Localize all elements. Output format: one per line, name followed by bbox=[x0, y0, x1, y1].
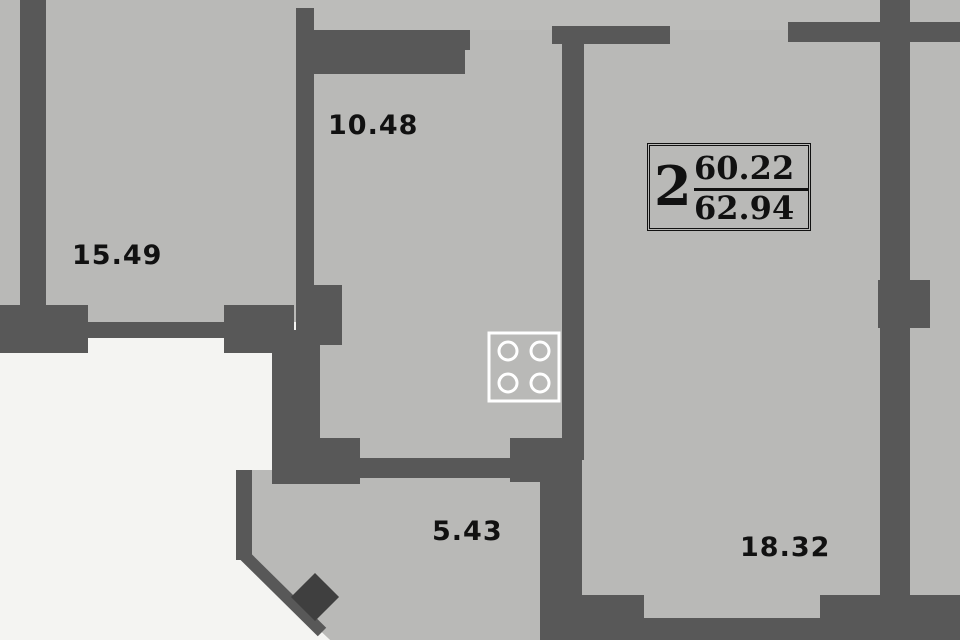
floor-room-left bbox=[0, 0, 330, 322]
stove-icon bbox=[487, 331, 561, 403]
wall bbox=[552, 26, 670, 44]
wall bbox=[20, 0, 46, 330]
wall bbox=[878, 280, 930, 328]
room-area-kitchen: 10.48 bbox=[328, 110, 419, 141]
wall bbox=[296, 8, 314, 308]
apartment-area-badge: 2 60.22 62.94 bbox=[647, 143, 811, 231]
door-fragment bbox=[290, 572, 340, 622]
wall bbox=[300, 48, 465, 74]
wall bbox=[236, 470, 252, 560]
wall bbox=[272, 438, 360, 484]
wall bbox=[582, 595, 644, 640]
wall bbox=[562, 40, 584, 460]
room-area-right: 18.32 bbox=[740, 532, 831, 563]
wall bbox=[360, 458, 510, 478]
wall bbox=[640, 618, 820, 640]
living-area: 60.22 bbox=[694, 149, 795, 187]
room-area-left: 15.49 bbox=[72, 240, 163, 271]
floor-right-room bbox=[570, 0, 910, 640]
wall bbox=[540, 460, 582, 640]
wall bbox=[88, 322, 228, 338]
outside-area bbox=[0, 350, 330, 640]
wall bbox=[0, 305, 88, 353]
total-area: 62.94 bbox=[694, 189, 795, 227]
wall bbox=[788, 22, 960, 42]
wall bbox=[300, 30, 470, 50]
room-count: 2 bbox=[654, 154, 692, 218]
room-area-bathroom: 5.43 bbox=[432, 516, 503, 547]
wall bbox=[820, 595, 960, 640]
diagonal-wall bbox=[239, 550, 327, 637]
fraction-line bbox=[694, 188, 808, 191]
